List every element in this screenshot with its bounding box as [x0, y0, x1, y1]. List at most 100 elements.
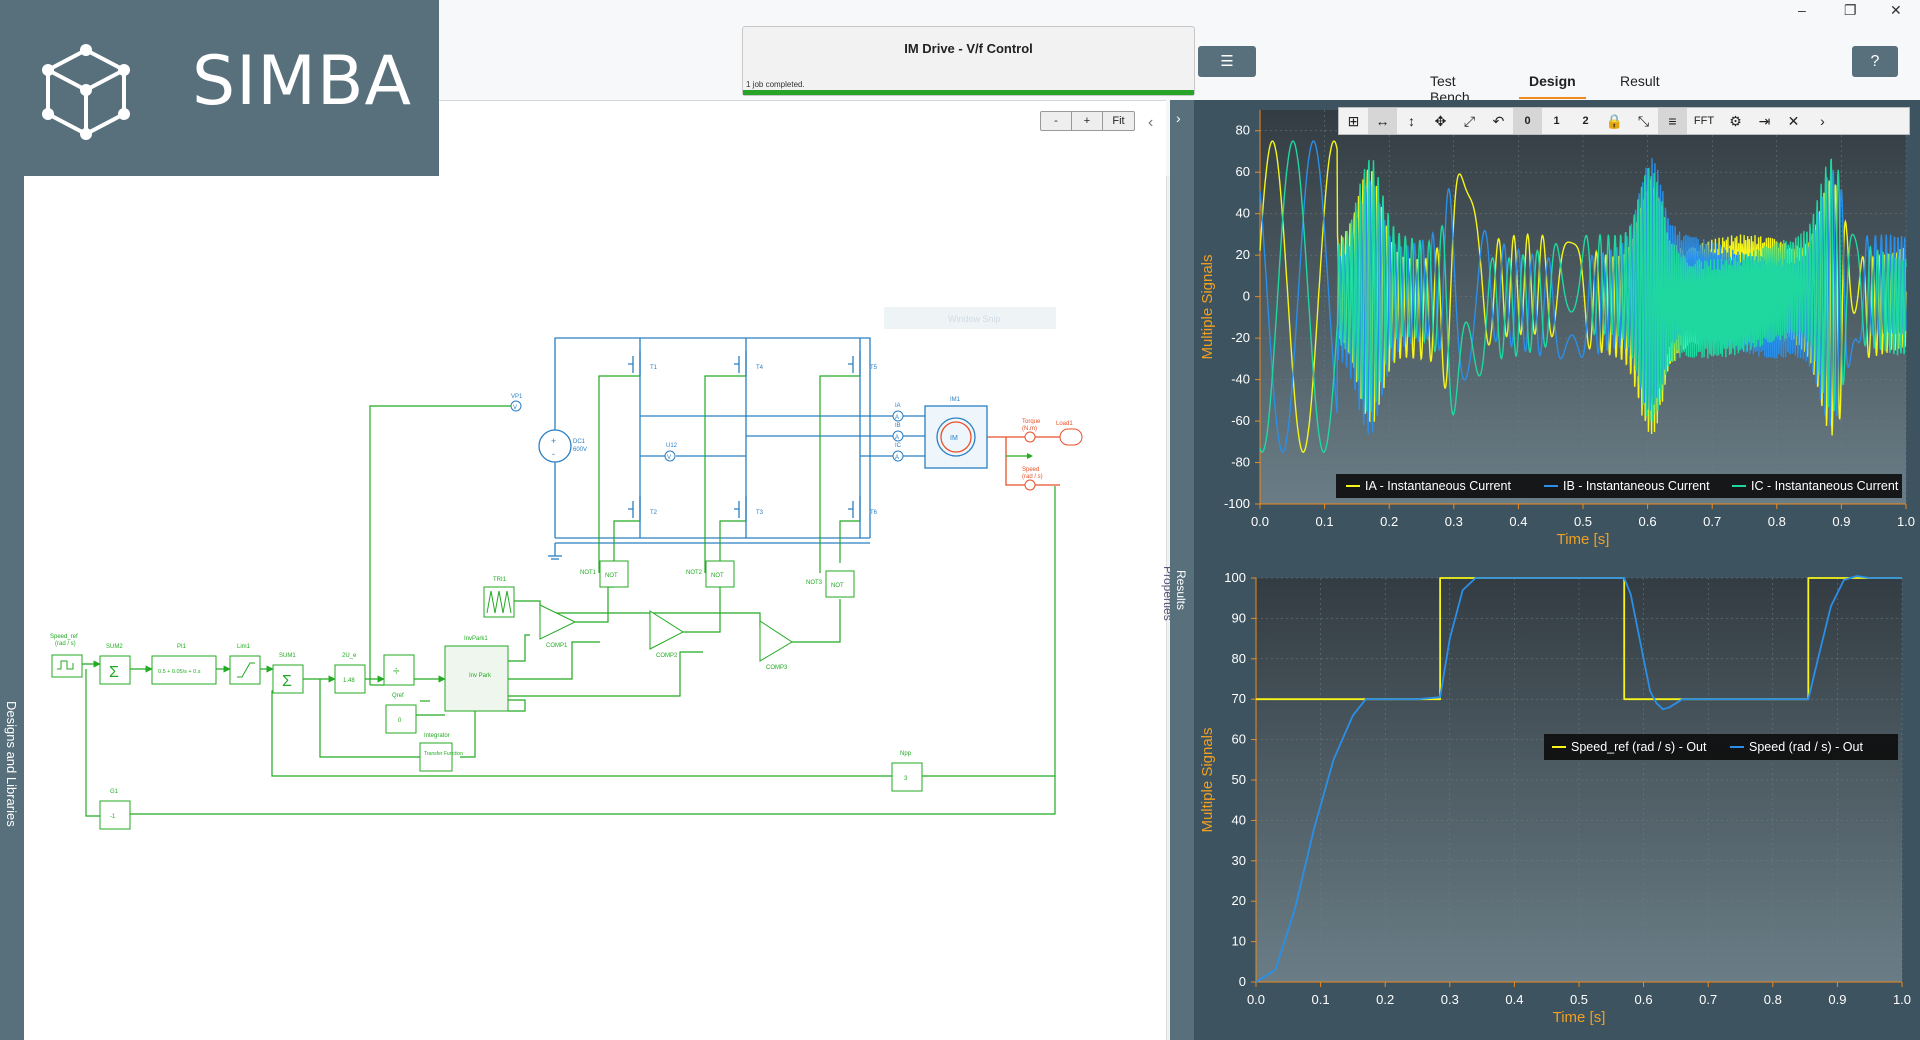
series-line-2 — [1255, 575, 1902, 983]
x-tick-label: 1.0 — [1893, 992, 1911, 1007]
fit-vertical-icon[interactable]: ↕ — [1408, 113, 1415, 129]
x-tick-label: 0.6 — [1639, 514, 1657, 529]
fft-button[interactable]: FFT — [1693, 115, 1715, 127]
tab-result[interactable]: Result — [1620, 73, 1660, 89]
svg-text:+: + — [551, 436, 556, 446]
link-icon[interactable]: ⤡ — [1637, 113, 1650, 129]
x-tick-label: 0.5 — [1574, 514, 1592, 529]
current-probes[interactable]: A A A IA IB IC — [892, 403, 904, 462]
y-tick-label: 0 — [1239, 974, 1246, 989]
tab-design[interactable]: Design — [1519, 73, 1586, 99]
svg-text:U12: U12 — [666, 443, 678, 449]
qref-block[interactable]: 0 Qref — [385, 693, 417, 734]
x-tick-label: 0.9 — [1832, 514, 1850, 529]
igbt-switches[interactable] — [628, 351, 861, 521]
svg-text:IM1: IM1 — [950, 397, 961, 403]
y-tick-label: 100 — [1224, 570, 1246, 585]
inv-park-block[interactable]: Inv Park InvPark1 — [444, 636, 509, 712]
svg-text:1.48: 1.48 — [343, 678, 355, 684]
legend-item: Speed_ref (rad / s) - Out — [1571, 740, 1707, 754]
lock-icon[interactable]: 🔒 — [1605, 113, 1624, 129]
zoom-out-button[interactable]: - — [1041, 112, 1072, 130]
svg-text:Qref: Qref — [392, 693, 404, 699]
x-tick-label: 0.7 — [1699, 992, 1717, 1007]
divider-block[interactable]: ÷ — [383, 654, 415, 686]
cursor-2-button[interactable]: 2 — [1582, 115, 1589, 127]
transfer-function-block[interactable]: Transfer Function Integrator — [419, 733, 463, 772]
x-tick-label: 0.2 — [1380, 514, 1398, 529]
expand-right-icon[interactable]: › — [1176, 110, 1181, 126]
close-button[interactable]: ✕ — [1890, 2, 1902, 18]
svg-text:IM: IM — [950, 435, 958, 442]
sum1-block[interactable]: Σ SUM1 — [272, 653, 304, 694]
tri-source[interactable]: TRI1 — [483, 577, 515, 618]
gain-ku-block[interactable]: 1.48 2U_e — [334, 653, 366, 694]
legend-item: Speed (rad / s) - Out — [1749, 740, 1863, 754]
speed-ref-source[interactable]: Speed_ref(rad / s) — [50, 634, 83, 678]
svg-text:3: 3 — [904, 776, 908, 782]
svg-text:Torque: Torque — [1022, 419, 1041, 425]
pan-icon[interactable]: ✥ — [1434, 113, 1447, 129]
cursors-icon[interactable]: ≡ — [1658, 108, 1687, 134]
toolbar-more-icon[interactable]: › — [1820, 113, 1825, 129]
designs-libraries-sidebar[interactable]: Designs and Libraries — [0, 176, 24, 1040]
induction-machine[interactable]: IM IM1 — [924, 397, 988, 469]
x-tick-label: 0.1 — [1316, 514, 1334, 529]
legend-box — [1544, 734, 1898, 760]
restore-button[interactable]: ❐ — [1844, 2, 1857, 18]
plot-toolbar: ⊞ ↔ ↕ ✥ ⤢ ↶ 0 1 2 🔒 ⤡ ≡ FFT ⚙ ⇥ ✕ › — [1338, 107, 1910, 135]
settings-icon[interactable]: ⚙ — [1729, 113, 1742, 129]
voltage-probe[interactable]: V VP1 V U12 — [510, 394, 678, 462]
undo-icon[interactable]: ↶ — [1492, 113, 1505, 129]
schematic-diagram[interactable]: Window Snip — [24, 101, 1166, 1040]
minimize-button[interactable]: – — [1798, 2, 1806, 18]
export-icon[interactable]: ⇥ — [1758, 113, 1771, 129]
job-status-panel[interactable]: IM Drive - V/f Control 1 job completed. — [742, 26, 1195, 96]
expand-icon[interactable]: ⤢ — [1463, 113, 1476, 129]
lim1-block[interactable]: Lim1 — [229, 644, 261, 685]
pi1-block[interactable]: 0.5 + 0.05/s + 0.s PI1 — [151, 644, 217, 685]
simba-logo: SIMBA — [0, 0, 439, 176]
cursor-1-button[interactable]: 1 — [1553, 115, 1560, 127]
y-tick-label: -60 — [1231, 413, 1250, 428]
zoom-box-icon[interactable]: ⊞ — [1347, 113, 1360, 129]
series-line-3 — [1259, 140, 1907, 453]
collapse-left-icon[interactable]: ‹ — [1148, 114, 1154, 131]
y-tick-label: 30 — [1232, 853, 1246, 868]
svg-text:Σ: Σ — [282, 673, 292, 690]
x-tick-label: 0.4 — [1509, 514, 1527, 529]
svg-text:2U_e: 2U_e — [342, 653, 357, 659]
dc-source[interactable]: +- DC1 600V — [538, 429, 587, 463]
help-button[interactable]: ? — [1852, 46, 1898, 77]
svg-text:TRI1: TRI1 — [493, 577, 507, 583]
svg-text:Npp: Npp — [900, 751, 912, 757]
mechanical-probes[interactable]: Torque (N.m) Speed (rad / s) Load1 — [1022, 419, 1083, 491]
x-axis-label: Time [s] — [1557, 531, 1610, 548]
comparators[interactable]: COMP1 COMP2 COMP3 — [539, 604, 793, 671]
menu-button[interactable]: ☰ — [1198, 46, 1256, 77]
sum2-block[interactable]: Σ SUM2 — [99, 644, 131, 685]
zoom-fit-button[interactable]: Fit — [1112, 115, 1125, 127]
cursor-0-button[interactable]: 0 — [1513, 108, 1542, 134]
results-panel-toggle[interactable]: › Results — [1170, 100, 1194, 1040]
fit-horizontal-icon[interactable]: ↔ — [1368, 108, 1397, 134]
tab-test-bench[interactable]: Test Bench — [1430, 73, 1470, 105]
npp-gain-block[interactable]: 3 Npp — [891, 751, 923, 792]
svg-text:600V: 600V — [573, 447, 587, 453]
y-tick-label: -20 — [1231, 330, 1250, 345]
zoom-in-button[interactable]: + — [1072, 112, 1103, 130]
svg-text:0.5 + 0.05/s + 0.s: 0.5 + 0.05/s + 0.s — [158, 669, 201, 675]
x-tick-label: 0.5 — [1570, 992, 1588, 1007]
t4-label: T4 — [756, 365, 764, 371]
x-tick-label: 0.1 — [1312, 992, 1330, 1007]
schematic-canvas[interactable]: Window Snip — [24, 100, 1166, 1040]
not-gates[interactable]: NOT NOT1 NOT NOT2 NOT NOT3 — [580, 560, 855, 598]
svg-text:InvPark1: InvPark1 — [464, 636, 488, 642]
g1-gain-block[interactable]: -1 G1 — [99, 789, 131, 830]
design-title: IM Drive - V/f Control — [904, 41, 1033, 56]
close-plot-icon[interactable]: ✕ — [1787, 113, 1800, 129]
legend-item: IC - Instantaneous Current — [1751, 479, 1899, 493]
